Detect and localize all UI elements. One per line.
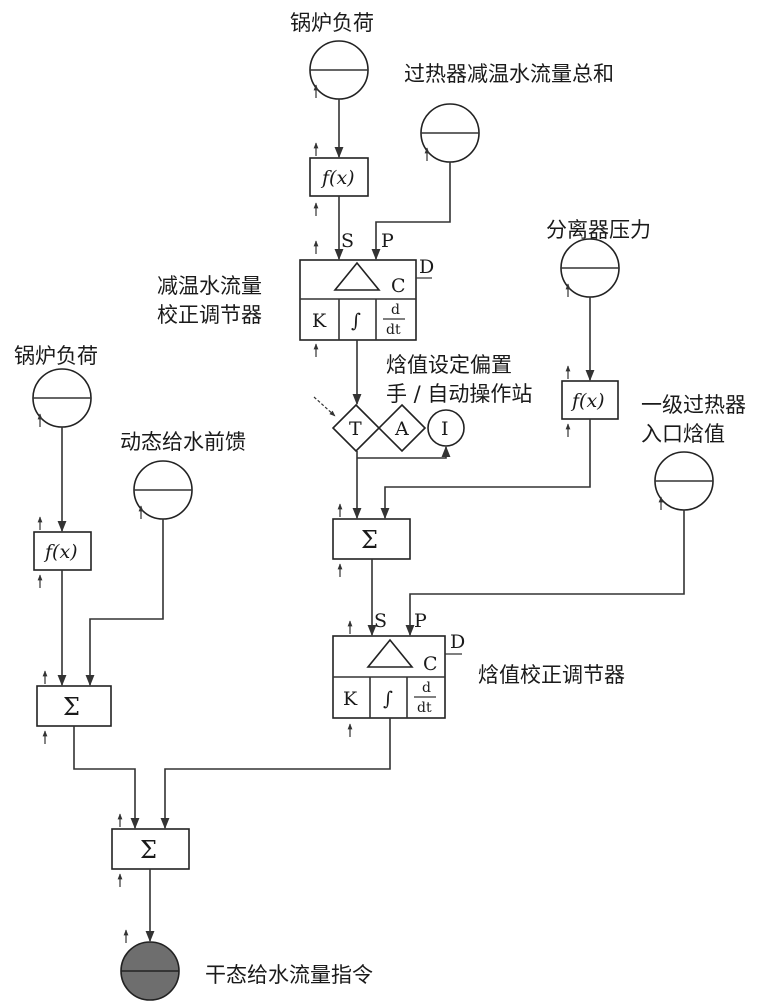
- tick-arrows: [37, 84, 664, 943]
- label-boiler-load-top: 锅炉负荷: [290, 11, 374, 35]
- svg-text:dt: dt: [386, 322, 401, 338]
- svg-text:S: S: [374, 610, 387, 632]
- svg-text:Σ: Σ: [361, 526, 378, 554]
- svg-text:C: C: [391, 275, 406, 297]
- controller-desuper-correction: C D K ∫ d dt S P: [299, 230, 434, 341]
- transmitter-boiler-load-top: [309, 40, 369, 100]
- label-dry-feedwater-command: 干态给水流量指令: [205, 963, 373, 987]
- svg-text:∫: ∫: [383, 688, 393, 710]
- svg-text:P: P: [381, 230, 394, 252]
- svg-text:f(x): f(x): [320, 167, 355, 189]
- svg-text:Σ: Σ: [140, 836, 157, 864]
- svg-text:Σ: Σ: [63, 693, 80, 721]
- label-stage1-inlet-enthalpy: 一级过热器入口焓值: [641, 393, 746, 446]
- svg-text:f(x): f(x): [43, 541, 78, 563]
- svg-text:d: d: [391, 302, 400, 318]
- svg-text:P: P: [414, 610, 427, 632]
- transmitter-desuper-water-total: [420, 103, 480, 163]
- svg-text:d: d: [422, 680, 431, 696]
- label-boiler-load-left: 锅炉负荷: [14, 344, 98, 368]
- svg-text:K: K: [343, 688, 358, 710]
- svg-text:∫: ∫: [351, 310, 361, 332]
- svg-text:A: A: [394, 418, 409, 440]
- label-desuper-water-total: 过热器减温水流量总和: [404, 62, 614, 86]
- label-desuper-correction-controller: 减温水流量校正调节器: [157, 274, 262, 327]
- summer-left: Σ: [36, 685, 112, 727]
- label-enthalpy-bias-station: 焓值设定偏置手 / 自动操作站: [386, 353, 532, 406]
- svg-text:I: I: [441, 418, 449, 440]
- signal-lines: [57, 99, 685, 943]
- svg-text:C: C: [423, 653, 438, 675]
- manual-auto-station: T A I: [313, 396, 465, 453]
- svg-text:K: K: [312, 310, 327, 332]
- svg-text:D: D: [450, 631, 465, 653]
- transmitter-dynamic-feedforward: [133, 460, 193, 520]
- label-enthalpy-correction-controller: 焓值校正调节器: [478, 663, 625, 687]
- fx-block-separator: f(x): [561, 380, 619, 420]
- svg-text:D: D: [419, 256, 434, 278]
- fx-block-top: f(x): [309, 157, 369, 197]
- svg-text:dt: dt: [417, 700, 432, 716]
- output-dry-feedwater-command: [120, 941, 180, 1001]
- label-separator-pressure: 分离器压力: [546, 218, 651, 242]
- controller-enthalpy-correction: C D K ∫ d dt S P: [332, 610, 465, 719]
- summer-bottom: Σ: [111, 828, 190, 870]
- transmitter-boiler-load-left: [32, 368, 92, 428]
- transmitter-separator-pressure: [560, 238, 620, 298]
- svg-text:f(x): f(x): [570, 390, 605, 412]
- label-dynamic-feedforward: 动态给水前馈: [120, 430, 246, 454]
- svg-text:T: T: [349, 418, 362, 440]
- transmitter-stage1-inlet-enthalpy: [654, 451, 714, 511]
- fx-block-left: f(x): [33, 531, 92, 571]
- summer-mid: Σ: [332, 518, 411, 560]
- svg-text:S: S: [341, 230, 354, 252]
